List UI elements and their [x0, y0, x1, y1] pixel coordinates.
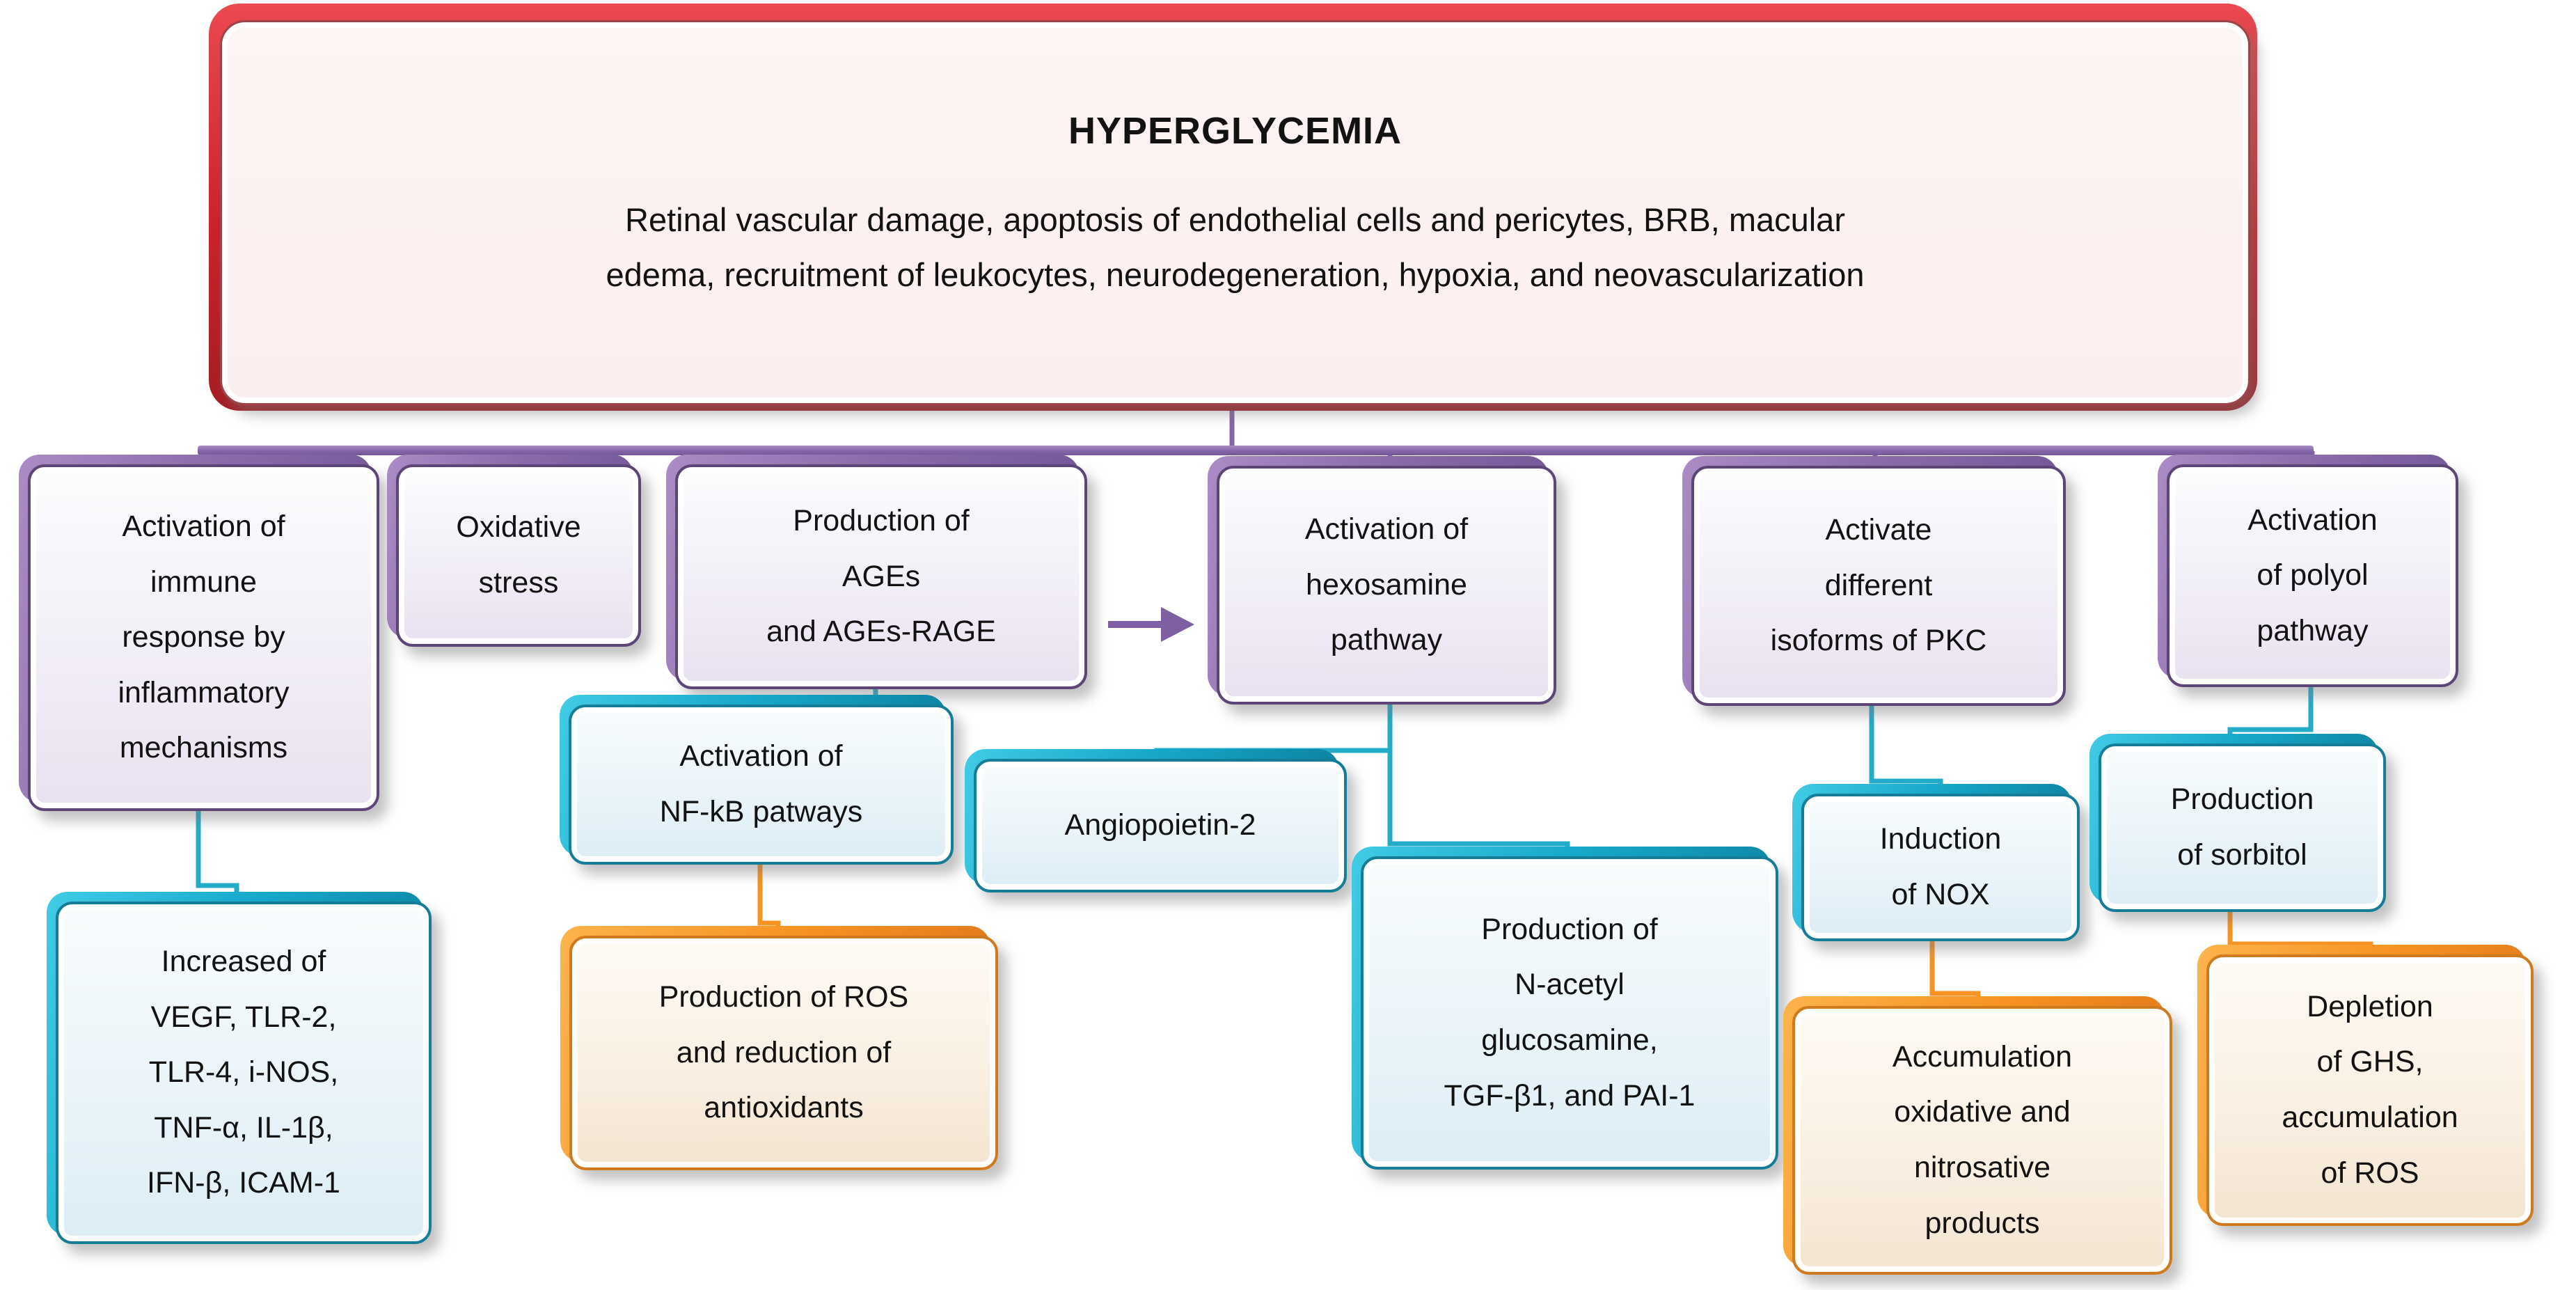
node-nfkb: Activation of NF-kB patways: [560, 695, 954, 865]
node-label: Induction of NOX: [1879, 822, 2002, 911]
node-nox: Induction of NOX: [1792, 784, 2080, 941]
diagram-title: HYPERGLYCEMIA: [1068, 109, 1402, 152]
node-label: Production of ROS and reduction of antio…: [658, 980, 909, 1125]
node-label: Production of sorbitol: [2170, 782, 2314, 872]
node-face: Increased of VEGF, TLR-2, TLR-4, i-NOS, …: [56, 902, 432, 1244]
node-face: Depletion of GHS, accumulation of ROS: [2206, 954, 2534, 1226]
node-polyol: Activation of polyol pathway: [2158, 455, 2458, 687]
node-label: Production of AGEs and AGEs-RAGE: [766, 504, 996, 649]
diagram-subtitle: Retinal vascular damage, apoptosis of en…: [606, 200, 1865, 293]
node-label: Production of N-acetyl glucosamine, TGF-…: [1444, 912, 1696, 1112]
node-sorbitol: Production of sorbitol: [2089, 734, 2386, 912]
node-label: Accumulation oxidative and nitrosative p…: [1892, 1039, 2073, 1240]
node-label: Activation of immune response by inflamm…: [118, 510, 290, 765]
node-face: HYPERGLYCEMIA Retinal vascular damage, a…: [220, 20, 2250, 405]
node-face: Production of AGEs and AGEs-RAGE: [675, 464, 1087, 689]
node-oxidative-products: Accumulation oxidative and nitrosative p…: [1783, 996, 2172, 1275]
node-face: Activation of immune response by inflamm…: [28, 464, 379, 811]
node-face: Oxidative stress: [396, 464, 641, 647]
node-face: Angiopoietin-2: [974, 759, 1347, 892]
node-label: Oxidative stress: [456, 510, 581, 599]
node-label: Activation of NF-kB patways: [659, 739, 863, 828]
node-n-acetyl: Production of N-acetyl glucosamine, TGF-…: [1352, 847, 1778, 1170]
node-face: Activation of NF-kB patways: [569, 705, 954, 865]
node-oxidative-stress: Oxidative stress: [387, 455, 641, 647]
branch-rail-bar: [198, 446, 2314, 455]
node-label: Angiopoietin-2: [1064, 808, 1256, 842]
node-hyperglycemia: HYPERGLYCEMIA Retinal vascular damage, a…: [209, 3, 2257, 411]
node-ages: Production of AGEs and AGEs-RAGE: [666, 455, 1087, 689]
node-face: Activation of hexosamine pathway: [1217, 466, 1556, 705]
node-ghs: Depletion of GHS, accumulation of ROS: [2197, 945, 2534, 1226]
node-ros: Production of ROS and reduction of antio…: [560, 926, 998, 1170]
node-face: Production of ROS and reduction of antio…: [569, 936, 998, 1170]
node-face: Activation of polyol pathway: [2167, 464, 2458, 687]
node-hexosamine: Activation of hexosamine pathway: [1208, 456, 1556, 705]
node-face: Production of N-acetyl glucosamine, TGF-…: [1361, 856, 1778, 1170]
node-label: Increased of VEGF, TLR-2, TLR-4, i-NOS, …: [147, 945, 340, 1200]
node-cytokines: Increased of VEGF, TLR-2, TLR-4, i-NOS, …: [47, 892, 432, 1244]
node-pkc: Activate different isoforms of PKC: [1682, 456, 2066, 706]
node-label: Activate different isoforms of PKC: [1770, 513, 1987, 658]
node-label: Activation of polyol pathway: [2247, 503, 2378, 647]
node-immune-response: Activation of immune response by inflamm…: [19, 455, 379, 811]
node-angiopoietin2: Angiopoietin-2: [965, 749, 1347, 892]
node-face: Induction of NOX: [1801, 794, 2080, 941]
node-face: Accumulation oxidative and nitrosative p…: [1792, 1006, 2172, 1275]
right-arrow-icon: [1108, 607, 1194, 642]
node-face: Production of sorbitol: [2099, 744, 2386, 912]
node-label: Depletion of GHS, accumulation of ROS: [2282, 989, 2458, 1190]
node-label: Activation of hexosamine pathway: [1304, 512, 1469, 657]
node-face: Activate different isoforms of PKC: [1691, 466, 2066, 706]
